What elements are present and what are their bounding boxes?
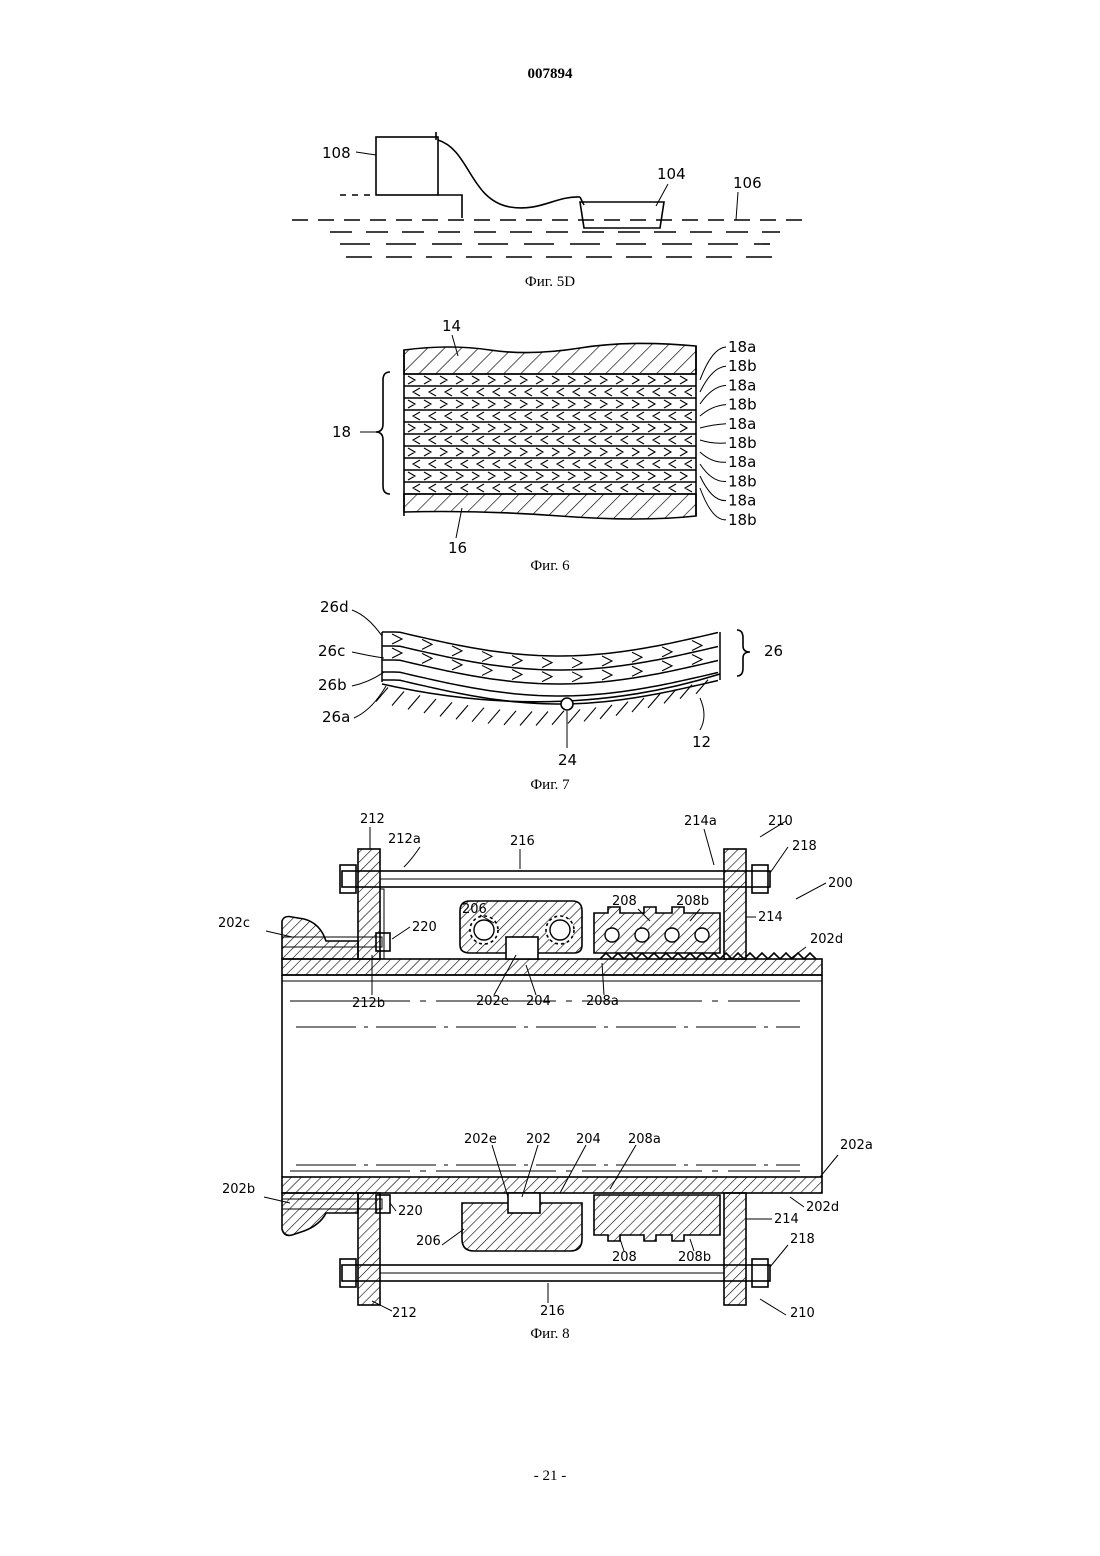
layer-14 <box>404 343 696 374</box>
figure-5d-drawing: 108 104 106 <box>0 0 1100 280</box>
label-218-bottom: 218 <box>790 1232 815 1247</box>
layer-16 <box>404 494 696 519</box>
label-24: 24 <box>558 751 577 769</box>
label-202c: 202c <box>218 916 250 931</box>
label-208a-bottom: 208a <box>628 1132 661 1147</box>
label-216-top: 216 <box>510 834 535 849</box>
figure-6-drawing: 18 14 16 18a18b18a18b18a18b18a18b18a18b <box>0 300 1100 560</box>
label-202d-bottom: 202d <box>806 1200 839 1215</box>
leader-line <box>700 347 726 380</box>
leader-line <box>700 464 726 481</box>
label-218-top: 218 <box>792 839 817 854</box>
flexible-line <box>438 140 580 208</box>
leader-line <box>700 405 726 416</box>
label-18: 18 <box>332 423 351 441</box>
label-layer-18a: 18a <box>728 415 756 433</box>
leader-line <box>700 452 726 462</box>
figure-7-caption: Фиг. 7 <box>0 777 1100 794</box>
element-24 <box>561 698 573 710</box>
buoy-104 <box>580 202 664 228</box>
label-layer-18a: 18a <box>728 338 756 356</box>
label-208a-top: 208a <box>586 994 619 1009</box>
label-layer-18b: 18b <box>728 357 757 375</box>
label-layer-18a: 18a <box>728 492 756 510</box>
label-208b-bottom: 208b <box>678 1250 711 1265</box>
figure-7-drawing: 26 26d 26c 26b 26a 24 12 <box>0 590 1100 780</box>
label-104: 104 <box>657 165 686 183</box>
label-208-top: 208 <box>612 894 637 909</box>
figure-6-caption: Фиг. 6 <box>0 558 1100 575</box>
label-214a: 214a <box>684 814 717 829</box>
label-202e-bottom: 202e <box>464 1132 497 1147</box>
label-208b-top: 208b <box>676 894 709 909</box>
leader-line <box>700 424 726 428</box>
label-204-bottom: 204 <box>576 1132 601 1147</box>
grip-208-bottom <box>594 1195 720 1241</box>
page-number: - 21 - <box>0 1468 1100 1485</box>
label-212b: 212b <box>352 996 385 1011</box>
label-202: 202 <box>526 1132 551 1147</box>
vessel-108 <box>376 137 438 195</box>
label-208-bottom: 208 <box>612 1250 637 1265</box>
label-216-bottom: 216 <box>540 1304 565 1319</box>
label-16: 16 <box>448 539 467 557</box>
label-layer-18a: 18a <box>728 453 756 471</box>
leader-line <box>700 385 726 404</box>
label-220-top: 220 <box>412 920 437 935</box>
label-layer-18b: 18b <box>728 472 757 490</box>
label-14: 14 <box>442 317 461 335</box>
label-210-bottom: 210 <box>790 1306 815 1321</box>
label-220-bottom: 220 <box>398 1204 423 1219</box>
label-206-bottom: 206 <box>416 1234 441 1249</box>
label-12: 12 <box>692 733 711 751</box>
label-108: 108 <box>322 144 351 162</box>
label-106: 106 <box>733 174 762 192</box>
label-202e-top: 202e <box>476 994 509 1009</box>
figure-5d-caption: Фиг. 5D <box>0 274 1100 291</box>
pipe-wall-top <box>282 959 822 975</box>
label-204-top: 204 <box>526 994 551 1009</box>
label-layer-18a: 18a <box>728 376 756 394</box>
pipe-wall-bottom <box>282 1177 822 1193</box>
label-212a: 212a <box>388 832 421 847</box>
label-202a: 202a <box>840 1138 873 1153</box>
flange-202c <box>282 917 358 960</box>
label-26c: 26c <box>318 642 345 660</box>
label-212-top: 212 <box>360 812 385 827</box>
label-26a: 26a <box>322 708 350 726</box>
label-26b: 26b <box>318 676 347 694</box>
label-214-bottom: 214 <box>774 1212 799 1227</box>
label-212-bottom: 212 <box>392 1306 417 1321</box>
figure-8-caption: Фиг. 8 <box>0 1326 1100 1343</box>
label-layer-18b: 18b <box>728 434 757 452</box>
label-202d-top: 202d <box>810 932 843 947</box>
label-210-top: 210 <box>768 814 793 829</box>
label-layer-18b: 18b <box>728 396 757 414</box>
label-202b: 202b <box>222 1182 255 1197</box>
label-206-top: 206 <box>462 902 487 917</box>
figure-8-drawing: 212 212a 216 214a 210 218 200 206 208 20… <box>0 805 1100 1325</box>
leader-line <box>700 488 726 520</box>
leader-line <box>700 440 726 443</box>
label-layer-18b: 18b <box>728 511 757 529</box>
label-26: 26 <box>764 642 783 660</box>
label-200: 200 <box>828 876 853 891</box>
label-214-top: 214 <box>758 910 783 925</box>
label-26d: 26d <box>320 598 349 616</box>
